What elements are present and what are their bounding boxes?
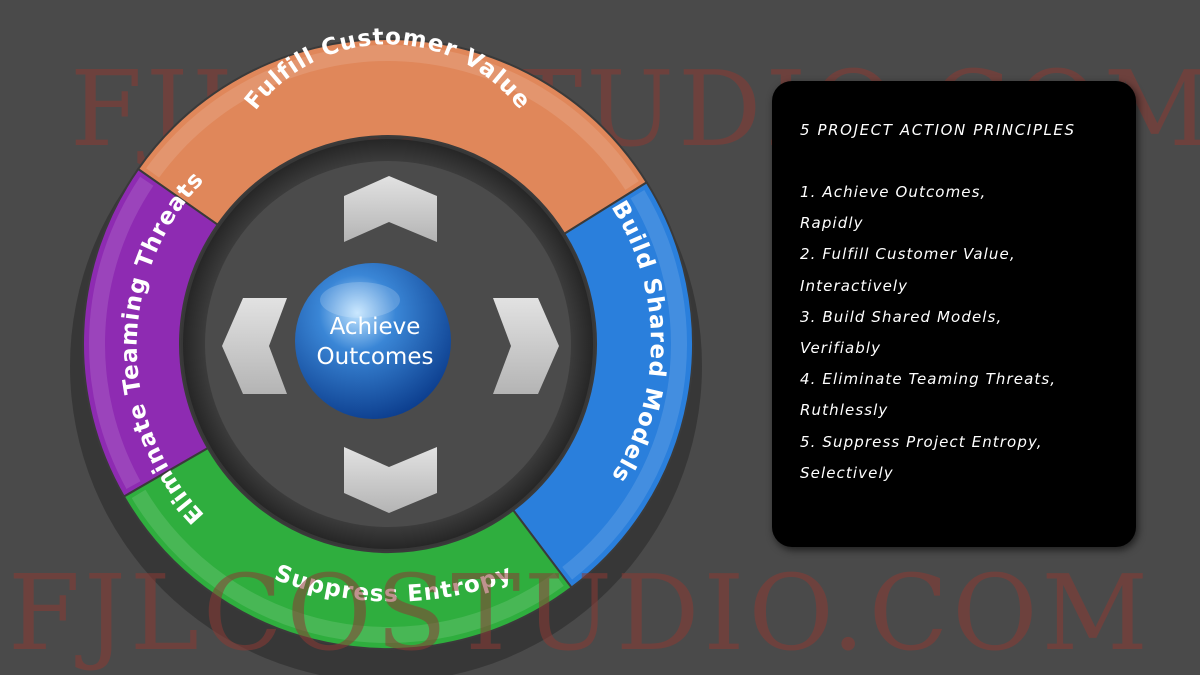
- principle-line-2: Rapidly: [800, 214, 864, 233]
- center-sphere: [295, 263, 451, 419]
- principle-line-9: 5. Suppress Project Entropy,: [800, 432, 1043, 451]
- panel-title: 5 PROJECT ACTION PRINCIPLES: [800, 121, 1076, 139]
- principles-list: 1. Achieve Outcomes, Rapidly 2. Fulfill …: [800, 177, 1112, 489]
- ring-segment-highlight-right: [562, 190, 687, 580]
- principle-line-1: 1. Achieve Outcomes,: [800, 183, 987, 201]
- principle-line-10: Selectively: [800, 463, 894, 482]
- arrow-right: [493, 298, 559, 394]
- ring-segment-highlight-top: [146, 44, 639, 190]
- ring-segment-right: [511, 180, 694, 589]
- principle-line-4: Interactively: [800, 276, 909, 295]
- principle-line-8: Ruthlessly: [800, 401, 889, 420]
- principle-line-7: 4. Eliminate Teaming Threats,: [800, 370, 1057, 389]
- principles-panel: 5 PROJECT ACTION PRINCIPLES 1. Achieve O…: [772, 81, 1136, 547]
- principle-line-3: 2. Fulfill Customer Value,: [800, 245, 1016, 264]
- arrow-up: [344, 176, 437, 242]
- principle-line-6: Verifiably: [800, 339, 882, 358]
- center-label-line1: Achieve: [330, 314, 421, 340]
- ring-segment-highlight-left: [89, 176, 154, 489]
- arrow-left: [222, 298, 287, 394]
- ring-segment-left: [82, 167, 220, 498]
- watermark-bottom: FJLCOSTUDIO.COM: [8, 552, 1153, 674]
- ring-segment-top: [136, 38, 649, 236]
- principle-line-5: 3. Build Shared Models,: [800, 307, 1003, 326]
- ring-segment-bottom: [122, 446, 573, 650]
- center-label-line2: Outcomes: [317, 344, 434, 370]
- arrow-down: [344, 447, 437, 513]
